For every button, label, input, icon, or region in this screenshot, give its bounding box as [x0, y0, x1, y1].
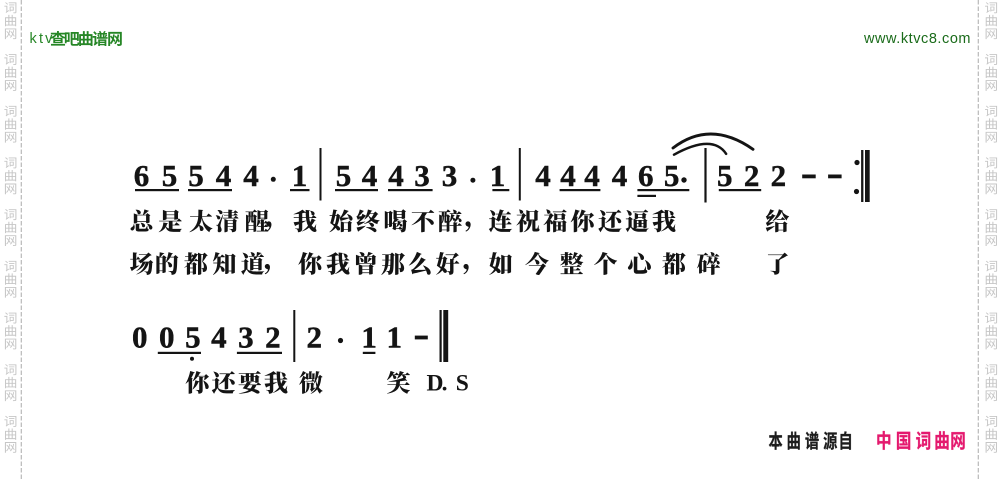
svg-text:3: 3: [238, 320, 254, 355]
svg-text:5: 5: [717, 158, 733, 193]
svg-text:5: 5: [664, 158, 680, 193]
svg-text:2: 2: [265, 320, 281, 355]
svg-text:www.ktvc8.com: www.ktvc8.com: [863, 31, 971, 47]
svg-text:4: 4: [584, 158, 600, 193]
svg-text:4: 4: [560, 158, 576, 193]
svg-text:S: S: [456, 371, 469, 397]
svg-text:3: 3: [414, 158, 430, 193]
svg-text:3: 3: [442, 158, 458, 193]
svg-text:5: 5: [185, 320, 201, 355]
svg-text:0: 0: [132, 320, 148, 355]
svg-text:5: 5: [162, 158, 178, 193]
svg-text:1: 1: [490, 158, 506, 193]
svg-text:D: D: [427, 371, 444, 397]
svg-text:4: 4: [362, 158, 378, 193]
svg-text:ktv: ktv: [30, 31, 55, 47]
svg-text:5: 5: [336, 158, 352, 193]
svg-text:4: 4: [216, 158, 232, 193]
svg-text:4: 4: [388, 158, 404, 193]
svg-text:4: 4: [612, 158, 628, 193]
svg-text:2: 2: [744, 158, 760, 193]
svg-text:4: 4: [535, 158, 551, 193]
svg-text:6: 6: [134, 158, 150, 193]
svg-text:1: 1: [361, 320, 377, 355]
svg-text:.: .: [442, 371, 448, 397]
svg-text:0: 0: [159, 320, 175, 355]
svg-text:2: 2: [306, 320, 322, 355]
svg-text:5: 5: [188, 158, 204, 193]
svg-text:6: 6: [638, 158, 654, 193]
svg-text:1: 1: [292, 158, 308, 193]
svg-text:4: 4: [243, 158, 259, 193]
svg-text:4: 4: [211, 320, 227, 355]
svg-text:2: 2: [771, 158, 787, 193]
svg-text:1: 1: [387, 320, 403, 355]
